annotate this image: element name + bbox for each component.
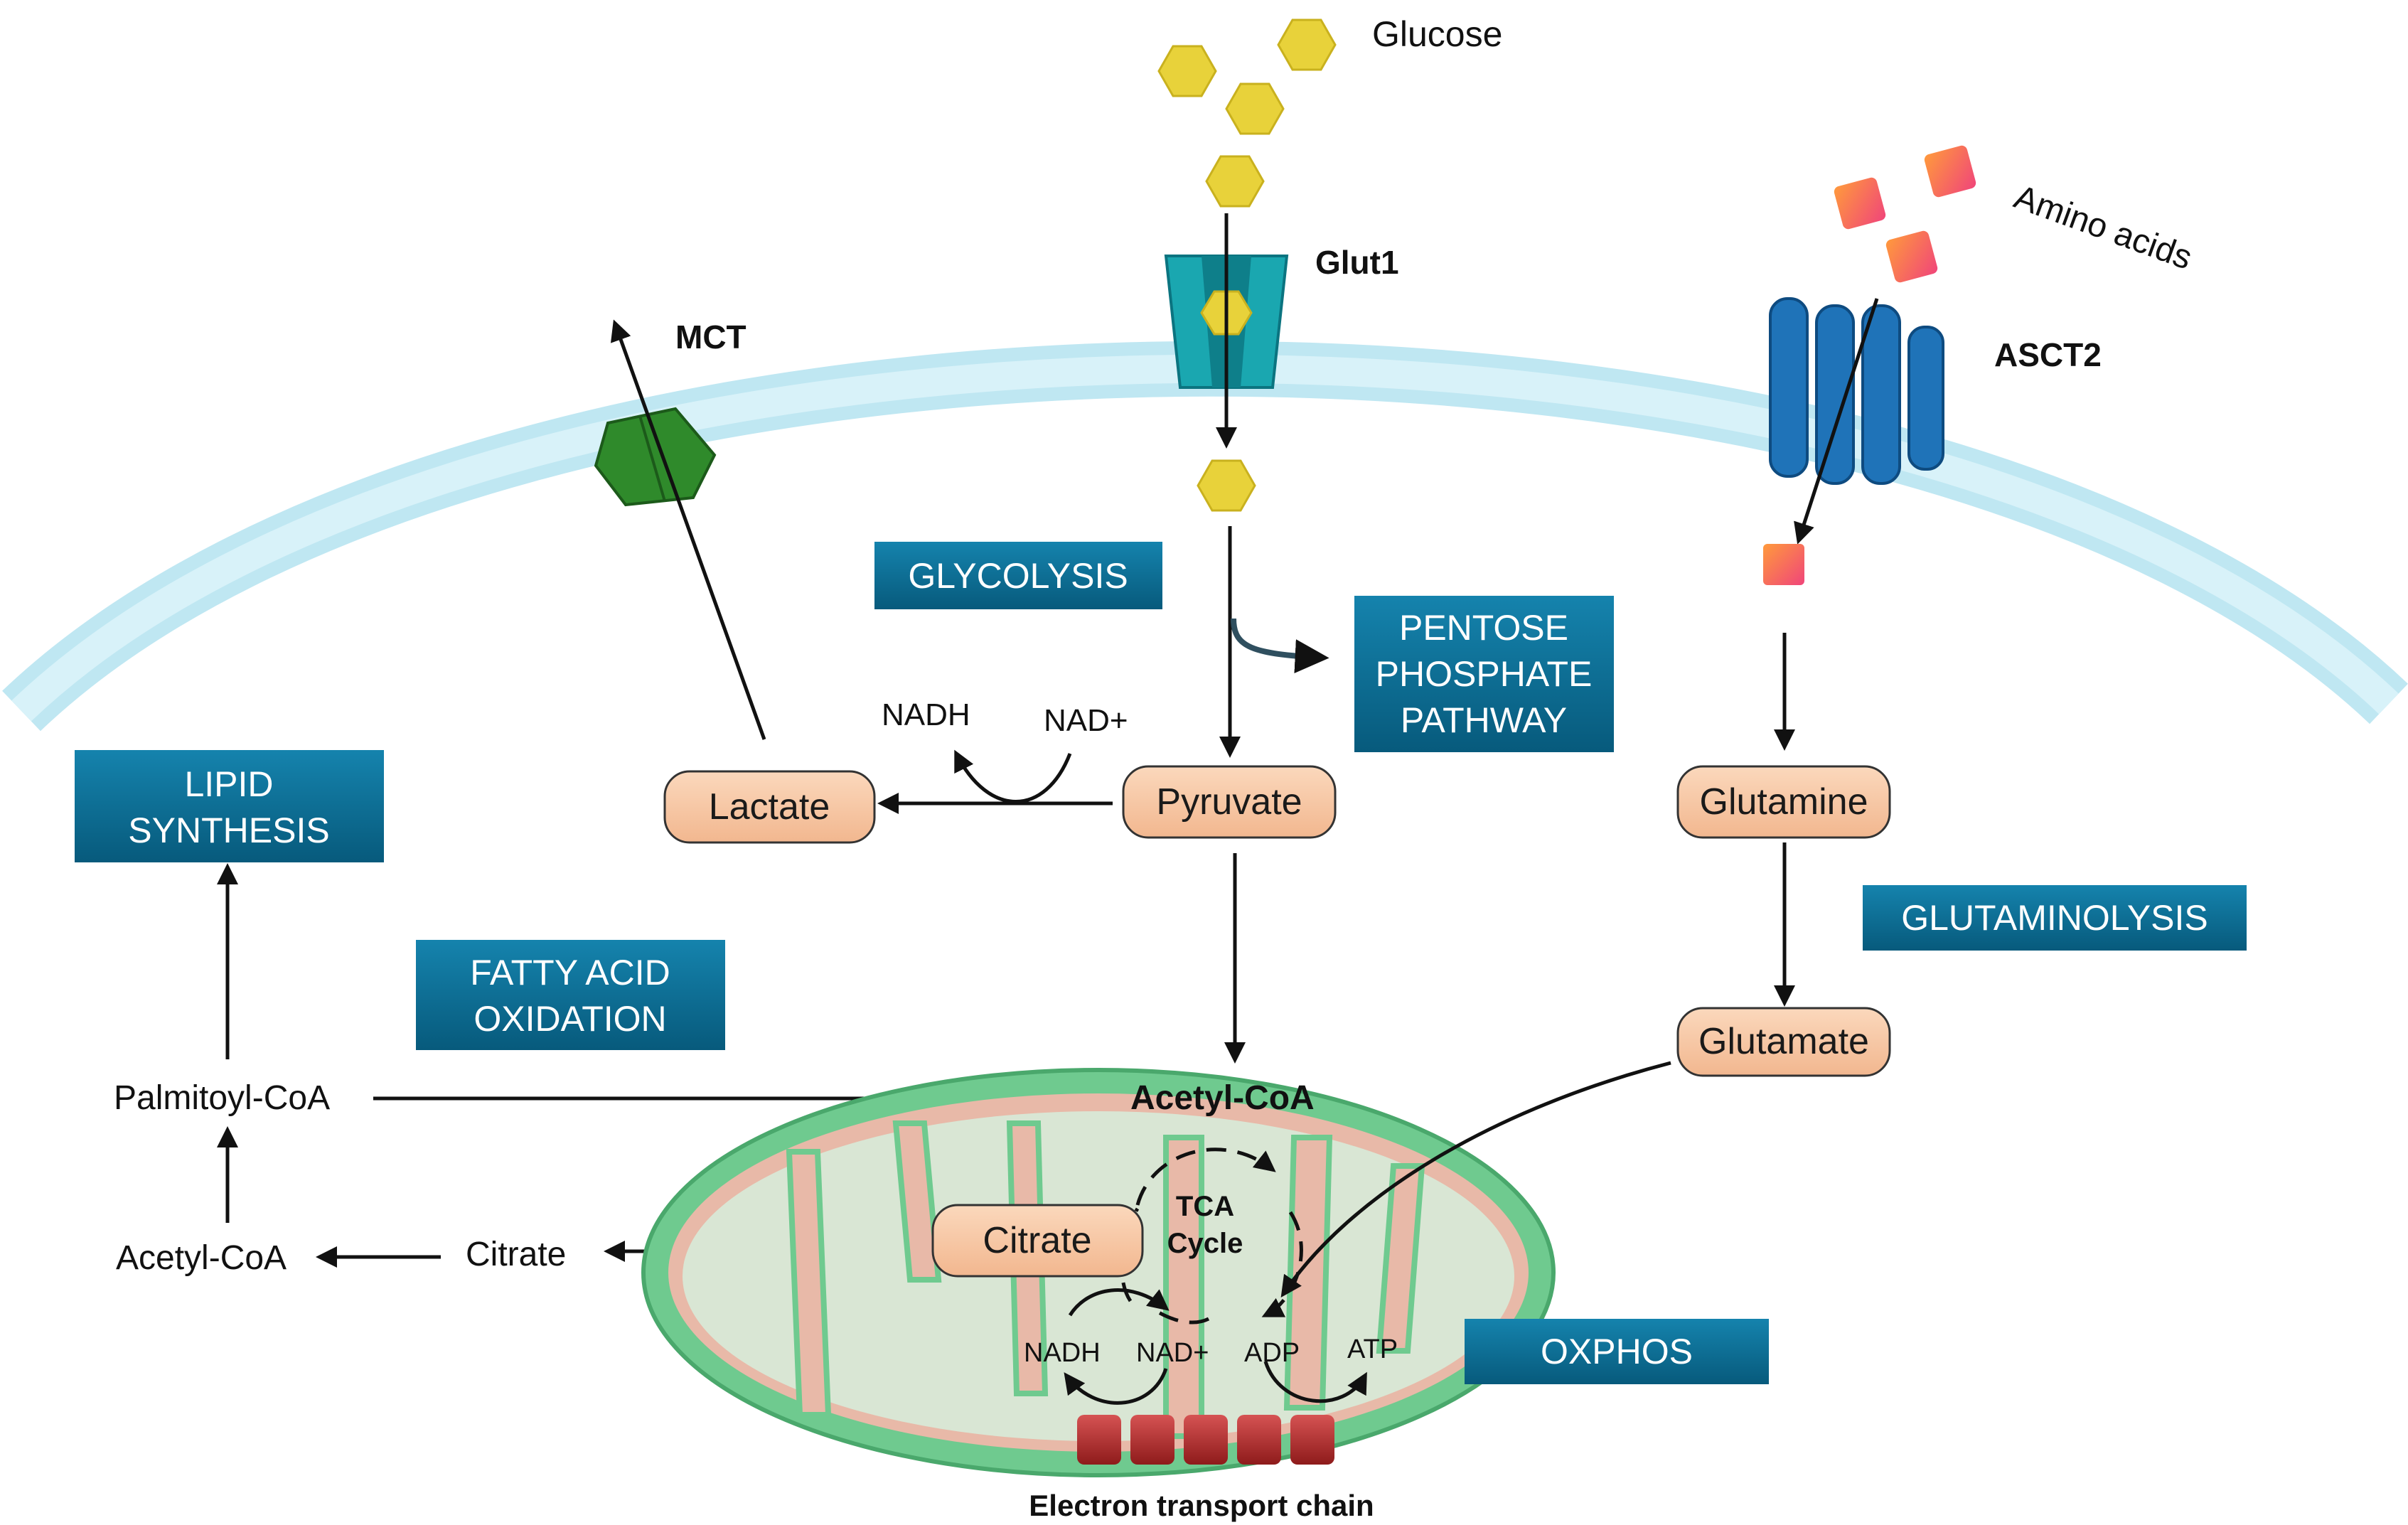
amino-acids-label: Amino acids [2009, 178, 2197, 277]
asct2-label: ASCT2 [1994, 336, 2102, 373]
nadh-label: NADH [882, 697, 970, 732]
mito-nad-plus-label: NAD+ [1136, 1338, 1209, 1368]
pathway-glutaminolysis: GLUTAMINOLYSIS [1863, 885, 2247, 951]
glut1-label: Glut1 [1315, 244, 1399, 281]
acetyl-coa-mito-label: Acetyl-CoA [1130, 1079, 1315, 1117]
amino-acid-molecules [1763, 145, 1976, 585]
oxphos-label: OXPHOS [1541, 1332, 1693, 1371]
node-glutamate: Glutamate [1676, 1007, 1891, 1077]
pathway-glycolysis: GLYCOLYSIS [874, 542, 1162, 609]
mito-nadh-label: NADH [1024, 1338, 1101, 1368]
tca-label-line2: Cycle [1167, 1228, 1243, 1259]
node-lactate: Lactate [663, 770, 876, 844]
glucose-molecules [1157, 18, 1337, 512]
adp-label: ADP [1244, 1338, 1300, 1368]
fao-label-line2: OXIDATION [473, 999, 666, 1039]
nad-plus-label: NAD+ [1044, 703, 1128, 738]
atp-label: ATP [1347, 1334, 1398, 1364]
cell-membrane-inner [11, 354, 2399, 722]
glucose-label: Glucose [1372, 14, 1502, 54]
citrate-cyto-label: Citrate [466, 1236, 566, 1273]
mct-transporter [594, 407, 717, 507]
ppp-label-line3: PATHWAY [1401, 700, 1567, 740]
lipid-label-line1: LIPID [184, 764, 273, 804]
node-pyruvate: Pyruvate [1122, 765, 1337, 839]
glutaminolysis-label: GLUTAMINOLYSIS [1901, 898, 2208, 938]
palmitoyl-coa-label: Palmitoyl-CoA [114, 1079, 330, 1117]
glycolysis-label: GLYCOLYSIS [908, 556, 1128, 596]
acetyl-coa-cyto-label: Acetyl-CoA [116, 1239, 287, 1277]
node-glutamine: Glutamine [1676, 765, 1891, 839]
lipid-label-line2: SYNTHESIS [128, 810, 329, 850]
cell-membrane [2, 341, 2408, 732]
ppp-label-line1: PENTOSE [1399, 608, 1568, 648]
fao-label-line1: FATTY ACID [470, 953, 670, 992]
pathway-lipid-synthesis: LIPID SYNTHESIS [75, 750, 384, 862]
pathway-pentose-phosphate: PENTOSE PHOSPHATE PATHWAY [1354, 596, 1614, 752]
mct-label: MCT [675, 319, 747, 355]
tca-label-line1: TCA [1176, 1191, 1234, 1222]
pyruvate-label: Pyruvate [1156, 781, 1302, 823]
etc-label: Electron transport chain [1029, 1489, 1374, 1522]
glutamine-label: Glutamine [1700, 781, 1868, 823]
electron-transport-chain [1077, 1415, 1334, 1465]
lactate-label: Lactate [709, 786, 830, 828]
asct2-transporter [1769, 297, 1944, 485]
citrate-label: Citrate [983, 1220, 1091, 1261]
pathway-fatty-acid-oxidation: FATTY ACID OXIDATION [416, 940, 725, 1050]
node-citrate: Citrate [931, 1204, 1144, 1278]
ppp-label-line2: PHOSPHATE [1376, 654, 1593, 694]
pathway-oxphos: OXPHOS [1465, 1319, 1769, 1384]
glutamate-label: Glutamate [1698, 1021, 1869, 1062]
